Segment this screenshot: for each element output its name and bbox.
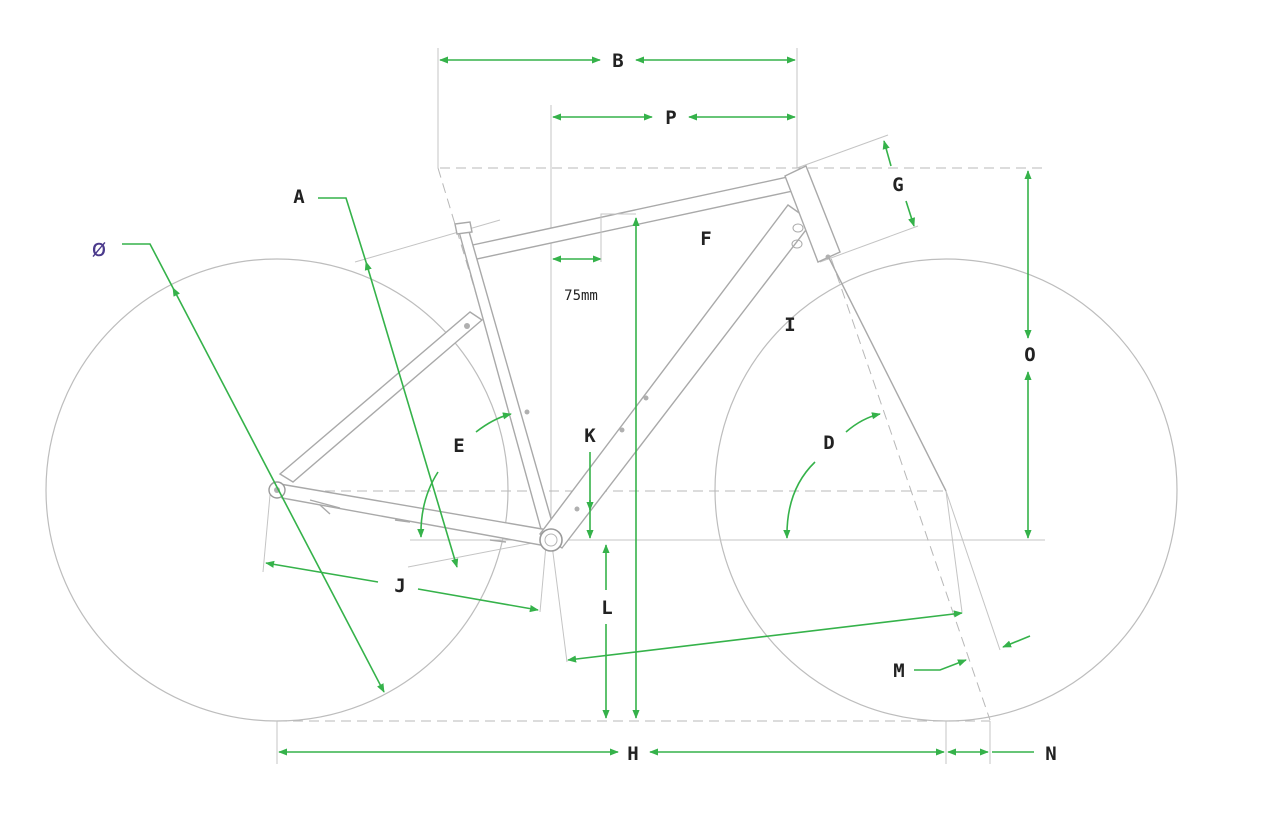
dimension-lines xyxy=(122,56,1034,756)
seat-stay xyxy=(278,311,484,483)
reference-lines xyxy=(262,48,1045,764)
top-tube xyxy=(467,174,803,261)
dimension-labels: B P G A ø F 75mm I O K E D J L M H N xyxy=(92,50,1057,765)
label-m: M xyxy=(893,660,904,682)
label-e: E xyxy=(453,435,464,457)
head-tube xyxy=(784,165,841,263)
dimension-j-left xyxy=(265,560,379,583)
dimension-j-right xyxy=(417,588,539,613)
label-h: H xyxy=(627,743,638,765)
label-i: I xyxy=(784,314,795,336)
dimension-g-bottom xyxy=(905,200,915,227)
label-d: D xyxy=(823,432,834,454)
label-l: L xyxy=(601,597,612,619)
down-tube xyxy=(538,204,813,549)
dimension-g-top xyxy=(882,140,892,167)
label-k: K xyxy=(584,425,596,447)
dimension-e-bottom xyxy=(417,471,439,538)
label-j: J xyxy=(394,575,405,597)
dimension-d-top xyxy=(845,412,881,433)
bottom-bracket xyxy=(539,528,563,552)
label-n: N xyxy=(1045,743,1056,765)
label-p: P xyxy=(665,107,676,129)
dimension-e-top xyxy=(475,412,512,433)
label-wheel-diameter: ø xyxy=(92,234,107,262)
label-o: O xyxy=(1024,344,1035,366)
seat-tube xyxy=(457,227,557,541)
label-75mm: 75mm xyxy=(564,288,598,304)
dimension-d-bottom xyxy=(783,461,816,539)
dimension-i xyxy=(567,610,963,663)
bike-frame xyxy=(268,165,947,552)
label-g: G xyxy=(892,174,903,196)
dimension-wheel-diameter xyxy=(172,287,385,693)
dimension-m-right xyxy=(1002,635,1031,648)
dimension-m xyxy=(914,659,967,671)
label-a: A xyxy=(293,186,305,208)
label-b: B xyxy=(612,50,623,72)
label-f: F xyxy=(700,228,711,250)
